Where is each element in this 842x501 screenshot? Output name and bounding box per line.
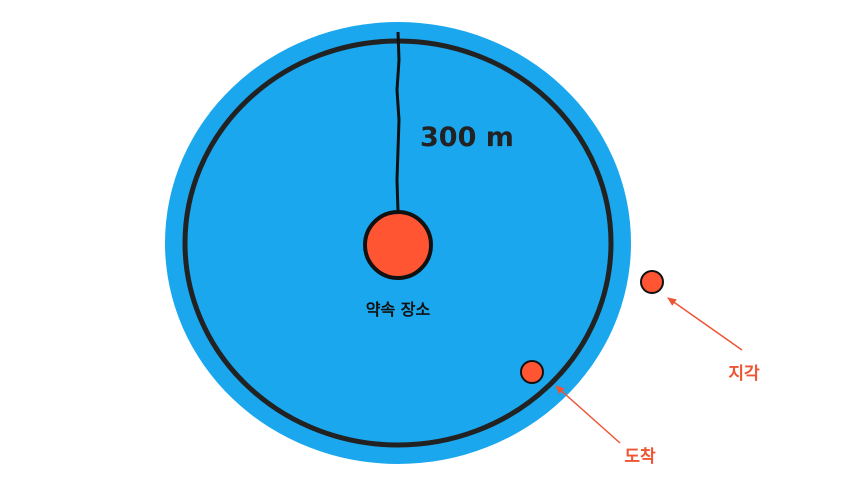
radius-line xyxy=(395,31,401,213)
arrived-marker xyxy=(520,360,544,384)
arrived-arrow xyxy=(555,385,621,444)
radius-label: 300 m xyxy=(420,122,514,153)
late-label: 지각 xyxy=(728,364,760,384)
late-arrow xyxy=(667,297,743,351)
arrived-label: 도착 xyxy=(624,447,656,467)
late-marker xyxy=(640,270,664,294)
meeting-place-label: 약속 장소 xyxy=(366,300,431,319)
meeting-place-marker xyxy=(363,210,433,280)
